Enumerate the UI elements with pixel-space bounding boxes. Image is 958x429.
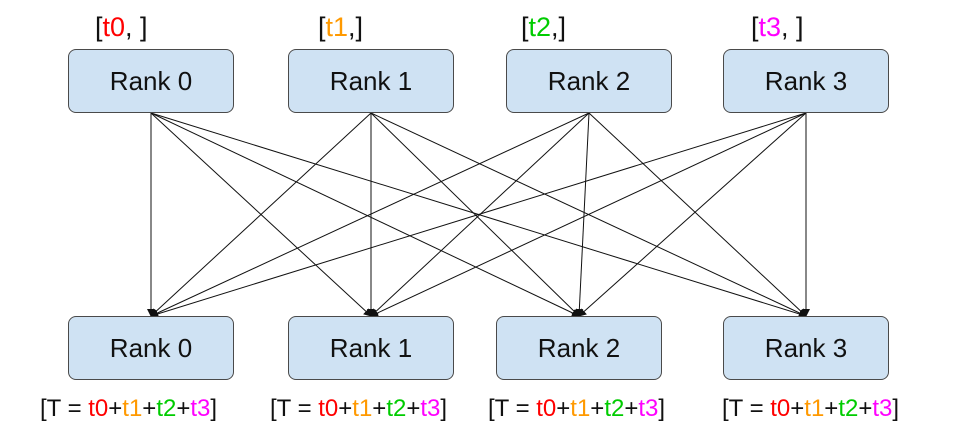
rank-label: Rank 1 bbox=[329, 65, 413, 96]
bracket-close: , ] bbox=[781, 12, 804, 42]
rank-label: Rank 2 bbox=[547, 65, 631, 96]
plus-sign: + bbox=[624, 395, 639, 422]
top-rank-3-box: Rank 3 bbox=[723, 49, 889, 113]
term-t2: t2 bbox=[156, 395, 177, 422]
tensor-t0: t0 bbox=[102, 12, 126, 42]
rank-label: Rank 3 bbox=[764, 332, 848, 363]
plus-sign: + bbox=[108, 395, 123, 422]
result-label-rank-2: [T = t0+t1+t2+t3] bbox=[488, 395, 665, 423]
edge-rank-0-to-rank-2 bbox=[150, 112, 580, 317]
edge-rank-2-to-rank-3 bbox=[588, 112, 807, 317]
top-label-rank-2: [t2,] bbox=[521, 12, 566, 43]
term-t0: t0 bbox=[770, 395, 791, 422]
edge-rank-3-to-rank-0 bbox=[150, 112, 807, 318]
edge-rank-3-to-rank-2 bbox=[578, 112, 807, 317]
term-t1: t1 bbox=[122, 395, 143, 422]
top-label-rank-0: [t0, ] bbox=[95, 12, 148, 43]
result-label-rank-0: [T = t0+t1+t2+t3] bbox=[40, 395, 217, 423]
bottom-rank-2-box: Rank 2 bbox=[496, 316, 662, 380]
term-t2: t2 bbox=[604, 395, 625, 422]
result-suffix: ] bbox=[892, 395, 900, 422]
bracket-open: [ bbox=[751, 12, 759, 42]
edge-rank-3-to-rank-1 bbox=[370, 112, 807, 317]
top-rank-1-box: Rank 1 bbox=[288, 49, 454, 113]
tensor-t1: t1 bbox=[325, 12, 349, 42]
term-t3: t3 bbox=[638, 395, 659, 422]
bottom-rank-3-box: Rank 3 bbox=[723, 316, 889, 380]
bottom-rank-0-box: Rank 0 bbox=[68, 316, 234, 380]
plus-sign: + bbox=[556, 395, 571, 422]
result-label-rank-3: [T = t0+t1+t2+t3] bbox=[722, 395, 899, 423]
rank-label: Rank 2 bbox=[537, 332, 621, 363]
term-t1: t1 bbox=[352, 395, 373, 422]
term-t3: t3 bbox=[190, 395, 211, 422]
top-rank-0-box: Rank 0 bbox=[68, 49, 234, 113]
plus-sign: + bbox=[176, 395, 191, 422]
top-rank-2-box: Rank 2 bbox=[506, 49, 672, 113]
result-suffix: ] bbox=[440, 395, 448, 422]
result-prefix: [T = bbox=[40, 395, 89, 422]
result-prefix: [T = bbox=[270, 395, 319, 422]
term-t0: t0 bbox=[88, 395, 109, 422]
edge-rank-1-to-rank-0 bbox=[150, 112, 372, 317]
plus-sign: + bbox=[338, 395, 353, 422]
plus-sign: + bbox=[142, 395, 157, 422]
term-t3: t3 bbox=[872, 395, 893, 422]
bracket-open: [ bbox=[318, 12, 326, 42]
result-label-rank-1: [T = t0+t1+t2+t3] bbox=[270, 395, 447, 423]
edge-rank-2-to-rank-0 bbox=[150, 112, 590, 317]
tensor-t2: t2 bbox=[528, 12, 552, 42]
bracket-close: , ] bbox=[125, 12, 148, 42]
tensor-t3: t3 bbox=[758, 12, 782, 42]
edge-rank-2-to-rank-2 bbox=[575, 112, 590, 317]
term-t1: t1 bbox=[570, 395, 591, 422]
rank-label: Rank 0 bbox=[109, 332, 193, 363]
plus-sign: + bbox=[790, 395, 805, 422]
term-t0: t0 bbox=[318, 395, 339, 422]
result-suffix: ] bbox=[210, 395, 218, 422]
term-t1: t1 bbox=[804, 395, 825, 422]
edge-rank-1-to-rank-2 bbox=[370, 112, 580, 317]
bracket-close: ,] bbox=[551, 12, 567, 42]
plus-sign: + bbox=[824, 395, 839, 422]
plus-sign: + bbox=[590, 395, 605, 422]
bracket-open: [ bbox=[521, 12, 529, 42]
term-t0: t0 bbox=[536, 395, 557, 422]
plus-sign: + bbox=[406, 395, 421, 422]
plus-sign: + bbox=[858, 395, 873, 422]
term-t2: t2 bbox=[386, 395, 407, 422]
top-label-rank-1: [t1,] bbox=[318, 12, 363, 43]
result-prefix: [T = bbox=[488, 395, 537, 422]
plus-sign: + bbox=[372, 395, 387, 422]
term-t2: t2 bbox=[838, 395, 859, 422]
bottom-rank-1-box: Rank 1 bbox=[288, 316, 454, 380]
term-t3: t3 bbox=[420, 395, 441, 422]
result-suffix: ] bbox=[658, 395, 666, 422]
rank-label: Rank 3 bbox=[764, 65, 848, 96]
bracket-open: [ bbox=[95, 12, 103, 42]
rank-label: Rank 0 bbox=[109, 65, 193, 96]
top-label-rank-3: [t3, ] bbox=[751, 12, 804, 43]
rank-label: Rank 1 bbox=[329, 332, 413, 363]
result-prefix: [T = bbox=[722, 395, 771, 422]
bracket-close: ,] bbox=[348, 12, 364, 42]
